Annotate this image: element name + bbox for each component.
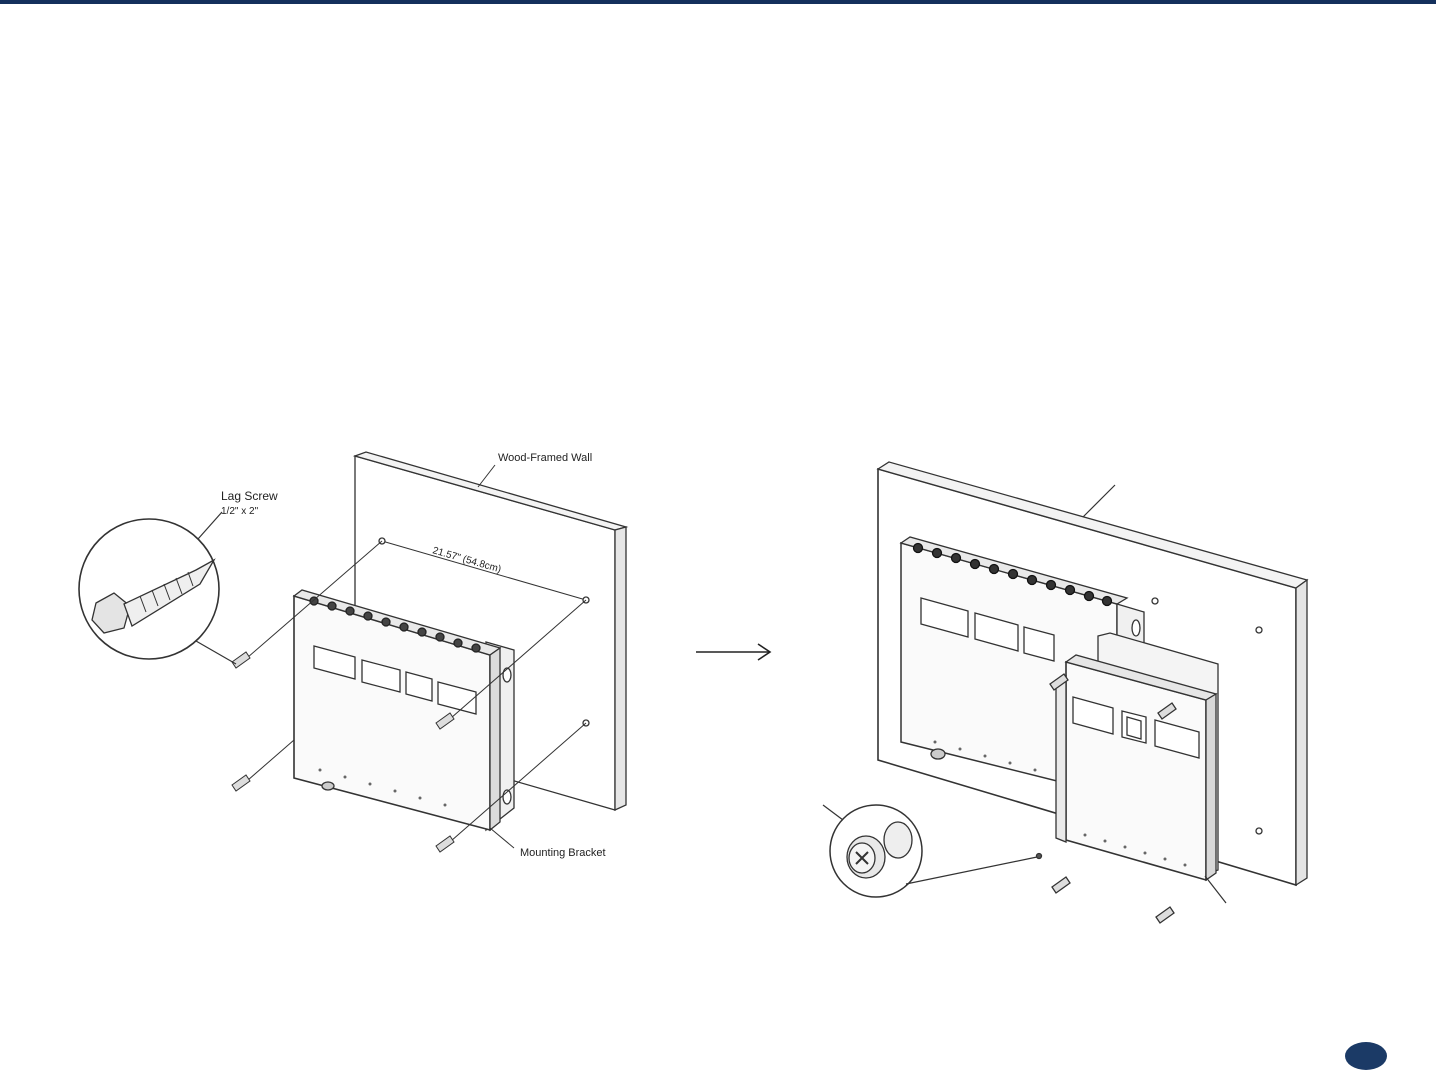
connector-row-left [309,596,481,653]
lag-screw-label: Lag Screw [221,489,278,503]
lag-screw-callout [78,511,237,665]
screw-head-callout [822,804,1038,898]
right-figure [822,461,1309,924]
header-rule [0,0,1436,4]
bracket-label: Mounting Bracket [520,847,606,859]
phillips-screw-icon [846,821,913,879]
lag-screw-size: 1/2" x 2" [221,506,259,517]
screw-icon [1155,906,1175,924]
wall-leader [477,464,496,488]
screw-icon [1051,876,1071,894]
wall-leader-right [1082,484,1116,518]
wall-label: Wood-Framed Wall [498,452,592,464]
device-box-left [292,589,502,832]
left-figure [78,451,629,853]
lag-screw-zoom-icon [91,558,216,634]
front-device-right [1055,632,1219,882]
connector-row-right [912,542,1113,607]
screw-icon [1157,702,1177,720]
bracket-leader-right [1204,875,1227,904]
screws-right [1035,673,1177,924]
right-arrow-icon [696,643,772,661]
bracket-leader [489,827,515,849]
lag-screw-icon [231,651,455,853]
screw-icon [1049,673,1069,691]
page-number-badge [1345,1042,1387,1070]
lag-screws-left [231,540,587,853]
